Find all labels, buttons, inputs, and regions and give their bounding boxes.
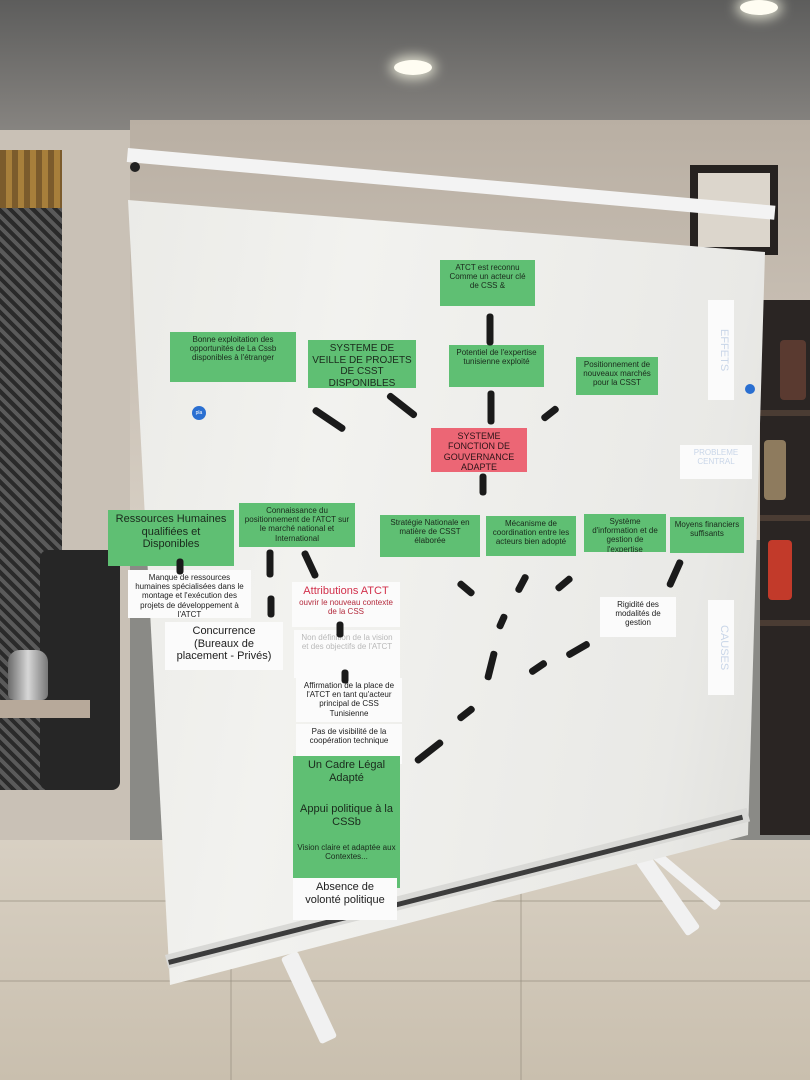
arrow-resources: [176, 558, 184, 575]
card-cause-finance: Moyens financiers suffisants: [670, 517, 744, 553]
office-chair: [40, 550, 120, 790]
arrow-manpower: [267, 595, 275, 618]
card-cause-strategy: Stratégie Nationale en matière de CSST é…: [380, 515, 480, 557]
card-competition: Concurrence (Bureaux de placement - Priv…: [165, 622, 283, 670]
logo-sticker: pla: [192, 406, 206, 420]
logo-sticker-edge: [745, 384, 755, 394]
side-table: [0, 700, 90, 718]
arrow-attributions: [336, 621, 344, 638]
arrow-knowledge-1: [266, 549, 274, 578]
card-cause-human-resources: Ressources Humaines qualifiées et Dispon…: [108, 510, 234, 566]
card-top-effect: ATCT est reconnu Comme un acteur clé de …: [440, 260, 535, 306]
card-effect-expertise: Potentiel de l'expertise tunisienne expl…: [449, 345, 544, 387]
card-affirmation: Affirmation de la place de l'ATCT en tan…: [296, 678, 402, 722]
side-label-effects: EFFETS: [708, 300, 734, 400]
card-effect-monitoring-system: SYSTEME DE VEILLE DE PROJETS DE CSST DIS…: [308, 340, 416, 388]
card-attributions: Attributions ATCT ouvrir le nouveau cont…: [292, 582, 400, 627]
card-core-problem: SYSTEME FONCTION DE GOUVERNANCE ADAPTE: [431, 428, 527, 472]
rail-knob: [130, 162, 140, 172]
stand-leg-left: [280, 950, 338, 1045]
attributions-body: ouvrir le nouveau contexte de la CSS: [299, 597, 393, 616]
arrow-affirmation: [341, 669, 349, 684]
card-effect-markets: Positionnement de nouveaux marchés pour …: [576, 357, 658, 395]
card-rigidity: Rigidité des modalités de gestion: [600, 597, 676, 637]
kettle: [8, 650, 48, 700]
arrow-top-effect: [486, 313, 494, 346]
card-faint-objectives: Non définition de la vision et des objec…: [294, 630, 400, 678]
card-cause-knowledge: Connaissance du positionnement de l'ATCT…: [239, 503, 355, 547]
side-label-causes: CAUSES: [708, 600, 734, 695]
card-political-will: Absence de volonté politique: [293, 878, 397, 920]
card-cause-information-system: Système d'information et de gestion de l…: [584, 514, 666, 552]
ceiling-light: [740, 0, 778, 15]
arrow-expertise: [487, 390, 495, 425]
arrow-core-down: [479, 473, 487, 496]
side-label-central-problem: PROBLEME CENTRAL: [680, 445, 752, 479]
ceiling-light: [394, 60, 432, 75]
attributions-title: Attributions ATCT: [303, 585, 389, 597]
card-legal-framework: Un Cadre Légal Adapté: [293, 756, 400, 800]
card-missing-manpower: Manque de ressources humaines spécialisé…: [128, 570, 251, 618]
card-effect-opportunities: Bonne exploitation des opportunités de L…: [170, 332, 296, 382]
bookshelf: [760, 300, 810, 835]
card-cause-coordination: Mécanisme de coordination entre les acte…: [486, 516, 576, 556]
